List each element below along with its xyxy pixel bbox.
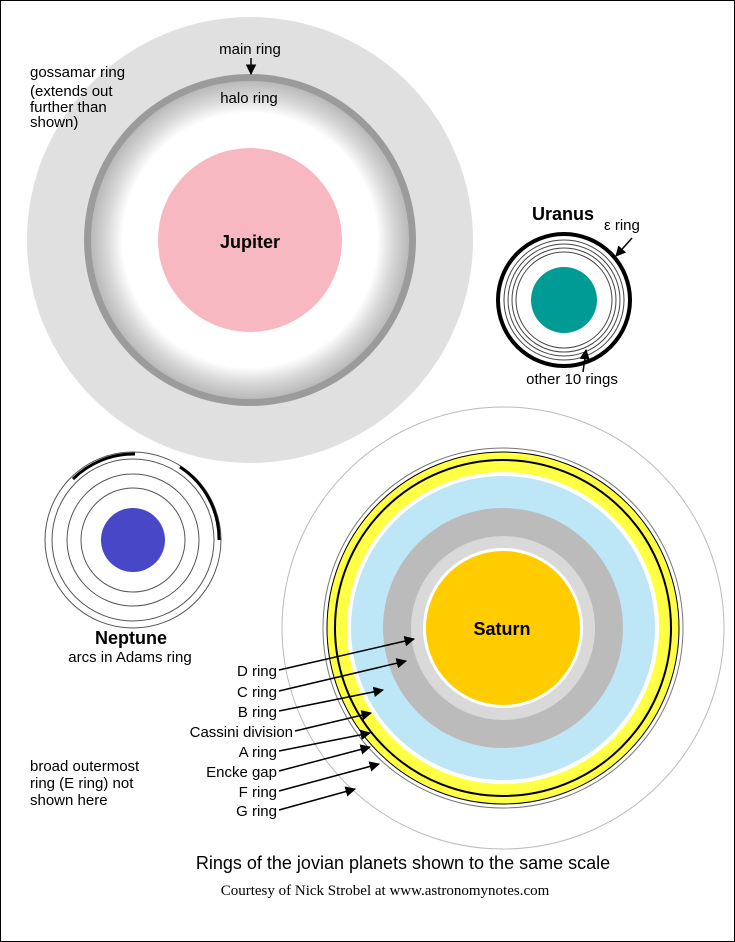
epsilon-ring-arrow [615,237,633,257]
e-ring-note: broad outermost ring (E ring) not shown … [30,758,140,809]
uranus-ring [507,243,621,357]
jupiter-system: Jupiter main ring halo ring gossamar rin… [27,17,473,463]
adams-ring-arc [179,465,221,541]
neptune-ring [51,458,215,622]
d-ring-label: D ring [237,663,277,680]
uranus-label: Uranus [532,204,594,224]
epsilon-ring-label: ε ring [604,217,640,234]
other-rings-arrow [579,348,590,373]
e-ring-note-line2: ring (E ring) not [30,775,134,792]
encke-gap-arrow [278,744,372,772]
uranus-ring [511,247,617,353]
d-ring-arrow [278,635,416,671]
main-ring-label: main ring [219,41,281,58]
gossamar-label-line3: further than [30,99,107,116]
uranus-ring [503,239,625,361]
b-ring-label: B ring [238,704,277,721]
a-ring-arrow [278,729,372,752]
g-ring-label: G ring [236,803,277,820]
diagram-title: Rings of the jovian planets shown to the… [196,853,610,873]
neptune-system: Neptune arcs in Adams ring [44,451,222,666]
c-ring-arrow [278,658,408,692]
e-ring-note-line3: shown here [30,792,108,809]
saturn-planet [426,551,580,705]
adams-ring-arc [71,452,136,481]
neptune-label: Neptune [95,628,167,648]
cassini-division-label: Cassini division [190,724,293,741]
jupiter-planet [158,148,342,332]
e-ring-note-line1: broad outermost [30,758,140,775]
neptune-ring [66,473,200,607]
jupiter-label: Jupiter [220,232,280,252]
f-ring [322,447,684,809]
neptune-ring [80,487,186,593]
encke-gap [334,459,672,797]
encke-gap-label: Encke gap [206,764,277,781]
a-ring-label: A ring [239,744,277,761]
saturn-label: Saturn [473,619,530,639]
neptune-ring [44,451,222,629]
gossamar-label-line4: shown) [30,114,78,131]
g-ring-arrow [278,786,357,811]
uranus-system: Uranus ε ring other 10 rings [496,204,640,388]
f-ring-arrow [278,761,381,792]
uranus-planet [531,267,597,333]
c-ring-label: C ring [237,684,277,701]
uranus-ring [515,251,613,349]
b-ring-arrow [278,686,385,712]
saturn-system: Saturn D ring C ring B ring Cassini divi… [30,406,725,850]
diagram-credit: Courtesy of Nick Strobel at www.astronom… [221,883,550,899]
gossamar-ring-label: gossamar ring (extends out further than … [30,64,125,131]
gossamar-label-line2: (extends out [30,83,113,100]
neptune-planet [101,508,165,572]
adams-ring-label: arcs in Adams ring [68,649,191,666]
gossamar-label-line1: gossamar ring [30,64,125,81]
halo-ring-label: halo ring [220,90,278,107]
g-ring [281,406,725,850]
other-rings-label: other 10 rings [526,371,618,388]
f-ring-label: F ring [239,784,277,801]
cassini-division-arrow [294,710,373,732]
